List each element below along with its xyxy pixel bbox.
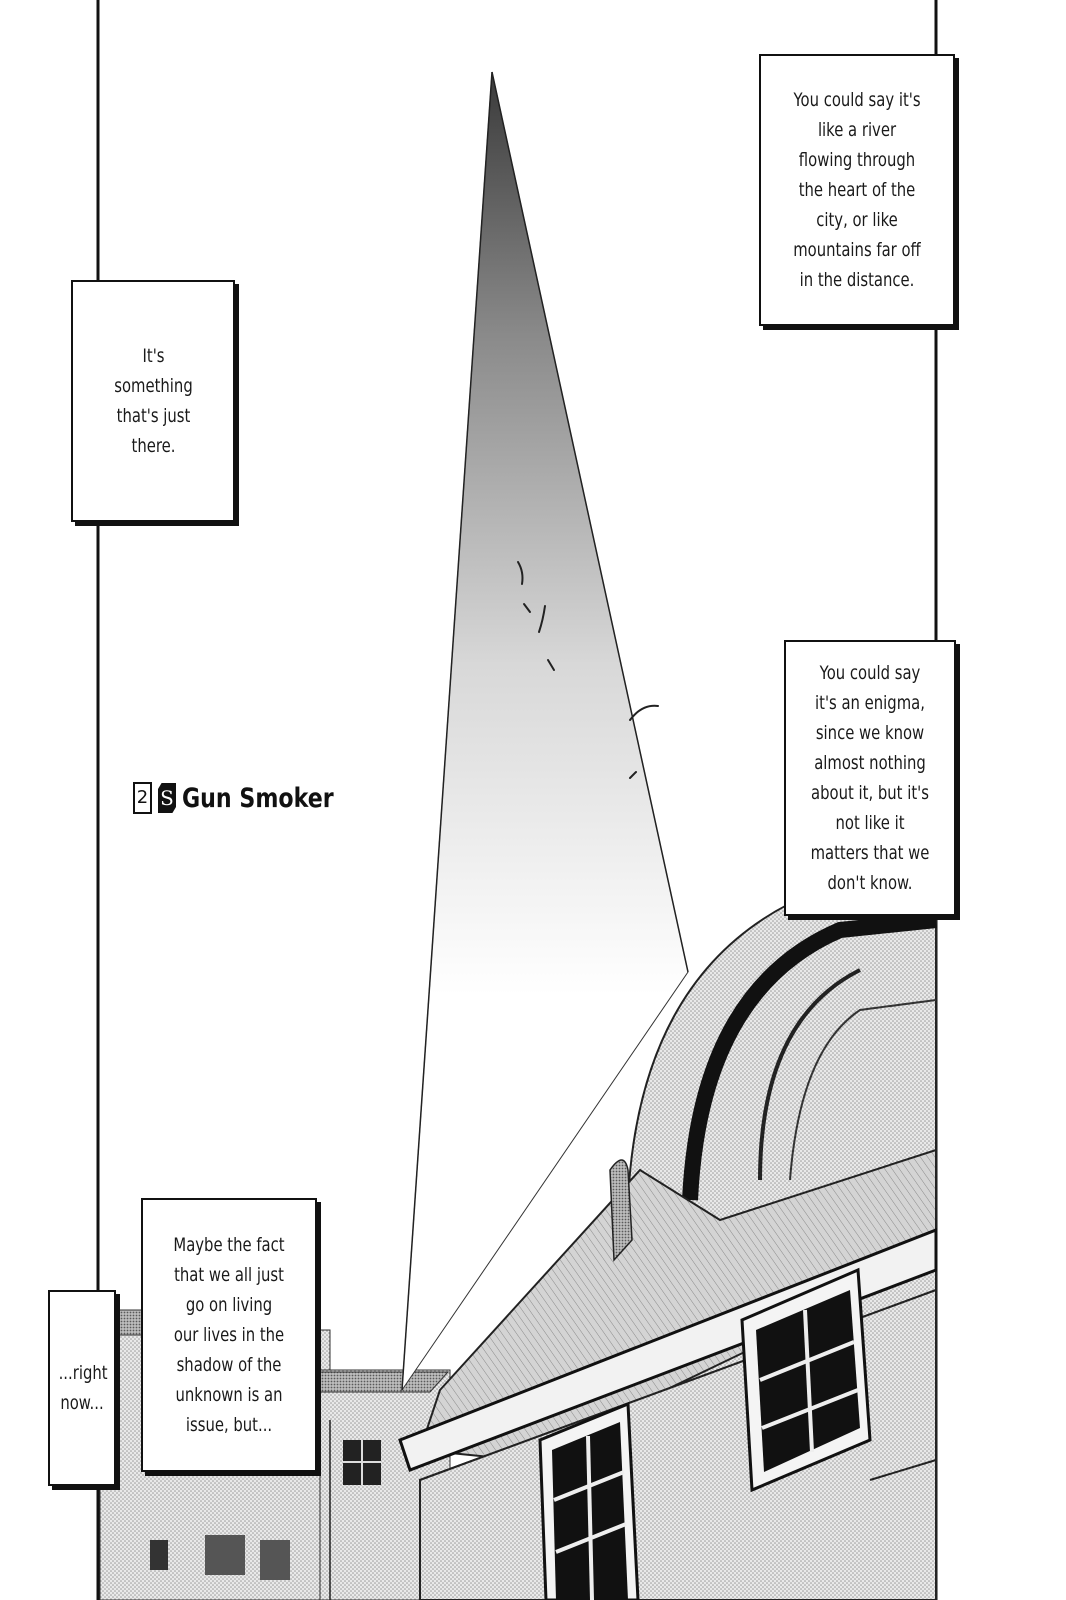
caption-text: Maybe the fact that we all just go on li… — [173, 1234, 285, 1436]
building-window-upper — [740, 1267, 872, 1493]
caption-box-river: You could say it's like a river flowing … — [759, 54, 955, 326]
caption-box-just-there: It's something that's just there. — [71, 280, 235, 522]
caption-text: You could say it's an enigma, since we k… — [810, 662, 930, 894]
chapter-mark-icon: S — [158, 783, 176, 813]
chapter-header: 2 S Gun Smoker — [133, 782, 367, 814]
birds — [517, 561, 659, 779]
building-window-lower — [538, 1401, 640, 1600]
chapter-title: Gun Smoker — [182, 782, 334, 814]
caption-text: You could say it's like a river flowing … — [793, 89, 921, 291]
caption-text: It's something that's just there. — [113, 345, 193, 457]
main-building — [398, 889, 938, 1600]
chapter-number: 2 — [133, 782, 152, 814]
caption-text: ...right now... — [58, 1362, 108, 1414]
caption-box-right-now: ...right now... — [48, 1290, 116, 1486]
caption-box-unknown: Maybe the fact that we all just go on li… — [141, 1198, 317, 1472]
spire — [401, 71, 689, 1392]
caption-box-enigma: You could say it's an enigma, since we k… — [784, 640, 956, 916]
